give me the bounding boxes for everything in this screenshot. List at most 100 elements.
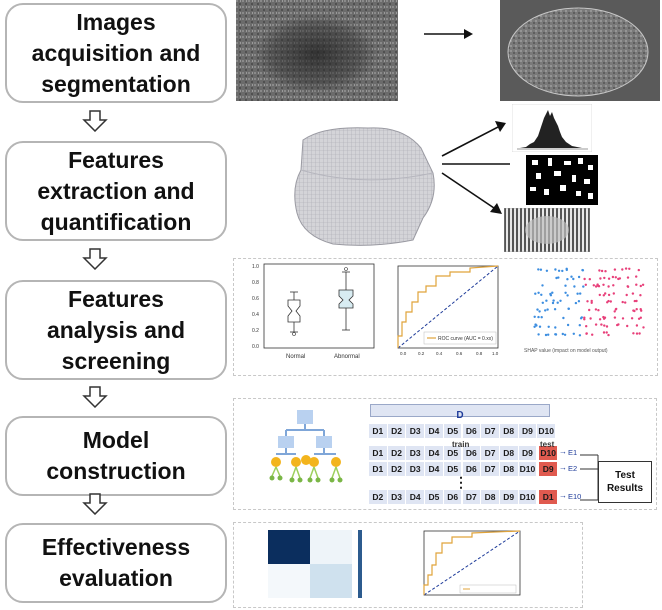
top-row-cell: D6 [462,424,481,438]
shap-point [577,275,581,279]
shap-point [635,283,638,286]
shap-point [535,324,538,327]
shap-point [557,276,560,279]
shap-point [561,332,564,336]
svg-text:0.4: 0.4 [252,312,259,318]
shap-point [628,267,631,270]
svg-text:0.2: 0.2 [252,328,259,334]
shap-point [564,291,567,294]
shap-point [633,309,636,313]
result-arrow-icon: → [559,491,567,500]
train-cell: D5 [443,446,462,460]
shap-point [570,275,573,278]
train-cell: D6 [443,490,462,504]
shap-point [594,308,598,311]
shap-point [626,324,629,328]
result-arrow-icon: → [559,463,567,472]
dataset-label: D [456,410,464,421]
shap-point [635,275,638,278]
shap-point [576,292,579,295]
shap-point [533,315,536,318]
shap-summary-plot: SHAP value (impact on model output) [524,267,645,354]
svg-text:0.2: 0.2 [418,351,425,356]
shap-point [538,310,541,313]
shap-point [613,268,617,271]
train-cell: D6 [462,446,481,460]
shap-point [549,294,553,297]
result-connector-lines [580,454,599,501]
top-row-cell: D3 [406,424,425,438]
shap-point [597,285,601,288]
shap-point [582,285,585,288]
shap-point [534,292,537,295]
box-category-label: Abnormal [334,354,360,360]
shap-point [578,334,582,337]
shap-point [537,268,540,271]
result-label: E2 [568,464,578,473]
train-cell: D7 [481,462,499,476]
shap-point [621,317,625,320]
shap-point [551,291,554,294]
shap-point [557,269,561,272]
shap-point [600,269,604,273]
train-label: train [452,440,470,449]
top-row-cell: D5 [443,424,462,438]
shap-point [579,292,582,295]
shap-point [583,277,586,281]
svg-text:0.8: 0.8 [252,280,259,286]
shap-point [566,323,570,327]
shap-point [544,309,547,312]
step-label: Images acquisition and segmentation [31,8,201,97]
shap-point [639,284,642,288]
shap-point [614,276,617,279]
shap-point [611,275,615,279]
shap-point [607,333,610,337]
train-cell: D10 [518,490,537,504]
shap-point [614,308,617,311]
shap-point [613,310,616,313]
step-features-analysis: Features analysis and screening [5,280,227,380]
shap-point [538,325,542,328]
top-row-cell: D8 [499,424,518,438]
shap-point [588,278,591,281]
shap-point [624,301,627,304]
shap-point [564,284,567,287]
shap-point [573,285,576,288]
shap-point [605,325,609,328]
shap-point [630,317,634,320]
box-category-label: Normal [286,354,305,360]
confusion-matrix [268,530,362,598]
shap-point [617,323,620,326]
shap-point [553,308,557,311]
shap-point [621,300,624,304]
shap-point [540,293,543,296]
svg-text:0.0: 0.0 [400,351,407,356]
shap-point [603,324,606,327]
shap-point [552,299,555,302]
shap-point [602,315,605,319]
top-row-cell: D10 [537,424,555,438]
shap-point [626,276,630,279]
test-results-label: Test Results [606,470,644,494]
shap-point [574,301,578,305]
svg-text:1.0: 1.0 [252,264,259,270]
test-label: test [540,440,555,449]
top-row-cell: D4 [425,424,443,438]
shap-point [577,300,581,303]
shap-point [635,332,639,335]
shap-point [590,299,593,303]
shap-point [541,284,544,287]
shap-point [597,309,600,312]
shap-point [621,268,624,271]
shap-point [536,308,539,311]
train-cell: D8 [499,446,518,460]
shap-point [639,294,642,297]
shap-point [546,308,549,311]
shap-point [607,293,611,297]
down-arrow-icon [82,493,108,515]
svg-text:1.0: 1.0 [492,351,499,356]
shap-point [572,277,575,281]
result-arrow-icon: → [559,447,567,456]
shap-point [591,333,594,336]
shap-point [578,324,581,327]
